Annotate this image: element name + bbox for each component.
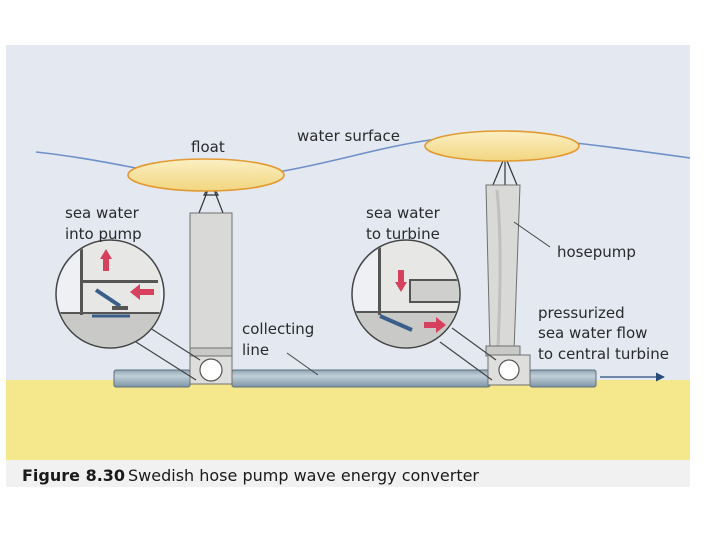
label-collecting-line1: collecting	[242, 320, 314, 338]
left-pump-valve	[189, 355, 233, 385]
right-pump-valve	[487, 354, 531, 386]
label-water-surface: water surface	[297, 127, 400, 145]
label-pressurized-line1: pressurized	[538, 304, 625, 322]
caption-number: Figure 8.30	[22, 466, 125, 485]
label-sea-water-to-turbine-line2: to turbine	[366, 225, 440, 243]
right-hosepump	[485, 155, 521, 357]
label-pressurized-line2: sea water flow	[538, 324, 647, 342]
hosepump-leader	[513, 221, 551, 248]
left-hosepump	[189, 181, 233, 359]
caption-strip	[6, 460, 690, 487]
label-sea-water-into-pump-line1: sea water	[65, 204, 140, 222]
collecting-line-leader	[286, 352, 319, 376]
caption-text: Swedish hose pump wave energy converter	[128, 466, 479, 485]
left-detail-magnifier	[55, 239, 201, 381]
label-sea-water-into-pump-line2: into pump	[65, 225, 142, 243]
label-sea-water-to-turbine-line1: sea water	[366, 204, 441, 222]
label-float: float	[191, 138, 225, 156]
right-float	[424, 130, 580, 162]
label-hosepump: hosepump	[557, 243, 636, 261]
seabed	[6, 380, 690, 460]
label-collecting-line2: line	[242, 341, 269, 359]
left-float	[127, 158, 285, 192]
label-pressurized-line3: to central turbine	[538, 345, 669, 363]
